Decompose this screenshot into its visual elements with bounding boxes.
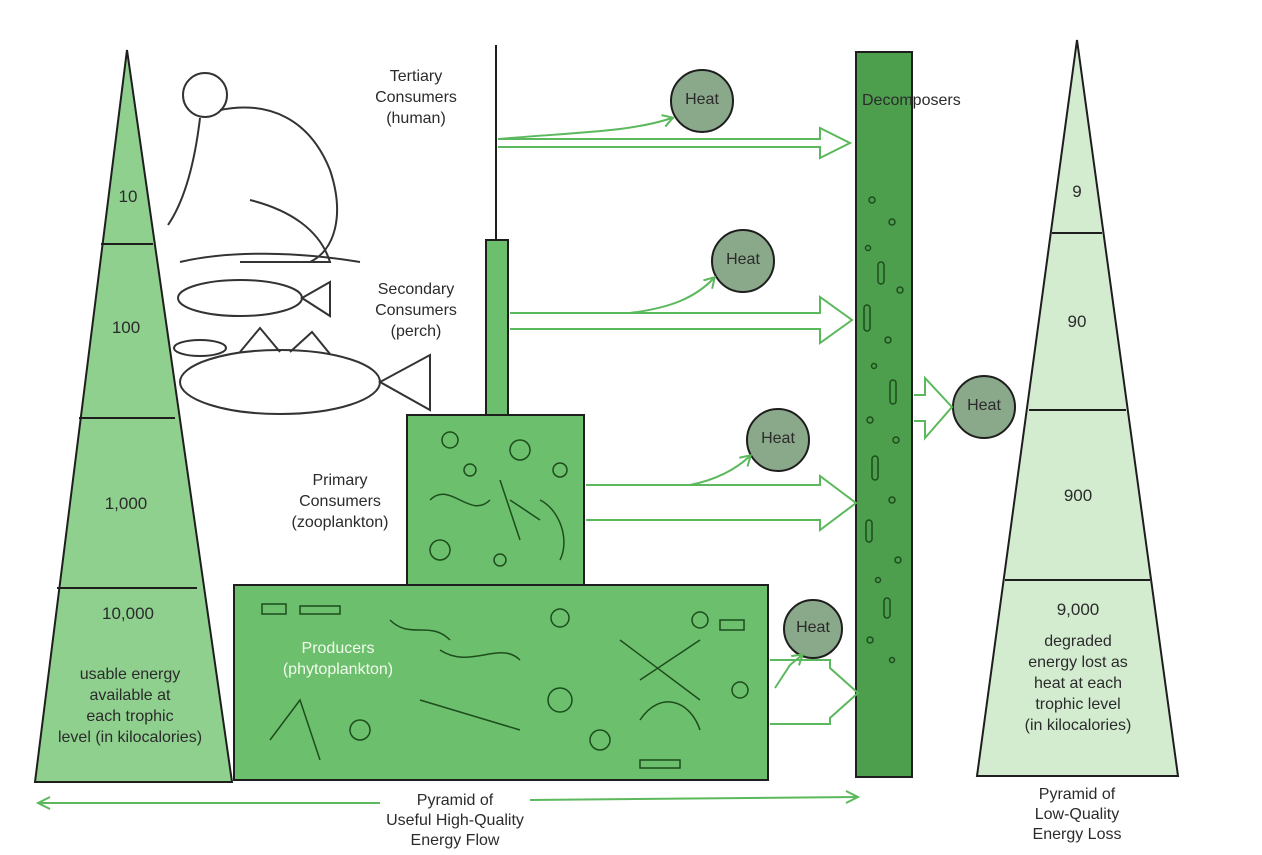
left-level-value: 10: [98, 186, 158, 207]
arrow-secondary-to-heat: [630, 278, 714, 313]
left-level-value: 100: [90, 317, 162, 338]
right-level-value: 900: [1040, 485, 1116, 506]
arrow-tertiary-to-decomposers: [498, 128, 850, 158]
right-pyramid-note: degraded energy lost as heat at each tro…: [1010, 631, 1146, 736]
useful-energy-caption: Pyramid of Useful High-Quality Energy Fl…: [340, 791, 570, 851]
heat-label: Heat: [674, 91, 730, 109]
primary-consumers-label: Primary Consumers (zooplankton): [278, 470, 402, 533]
producers-label: Producers (phytoplankton): [258, 638, 418, 680]
arrow-primary-to-decomposers: [586, 476, 856, 530]
human-figure-illustration: [168, 73, 360, 262]
heat-label: Heat: [750, 430, 806, 448]
left-level-value: 10,000: [80, 603, 176, 624]
right-level-value: 9: [1052, 181, 1102, 202]
left-level-value: 1,000: [86, 493, 166, 514]
heat-label: Heat: [715, 251, 771, 269]
decomposers-label: Decomposers: [862, 90, 992, 111]
right-level-value: 90: [1043, 311, 1111, 332]
arrow-decomposers-to-heat: [914, 378, 952, 438]
energy-loss-caption: Pyramid of Low-Quality Energy Loss: [1010, 785, 1144, 845]
right-level-value: 9,000: [1030, 599, 1126, 620]
heat-label: Heat: [956, 397, 1012, 415]
secondary-consumers-label: Secondary Consumers (perch): [348, 279, 484, 342]
left-pyramid-note: usable energy available at each trophic …: [55, 664, 205, 748]
decomposers-column: [856, 52, 912, 777]
arrow-tertiary-to-heat: [498, 118, 672, 139]
heat-label: Heat: [785, 619, 841, 637]
secondary-consumers-bar: [486, 240, 508, 415]
arrow-producers-to-decomposers: [770, 660, 858, 724]
arrow-secondary-to-decomposers: [510, 297, 852, 343]
primary-consumers-block: [407, 415, 584, 585]
arrow-primary-to-heat: [690, 456, 750, 485]
tertiary-consumers-label: Tertiary Consumers (human): [356, 66, 476, 129]
